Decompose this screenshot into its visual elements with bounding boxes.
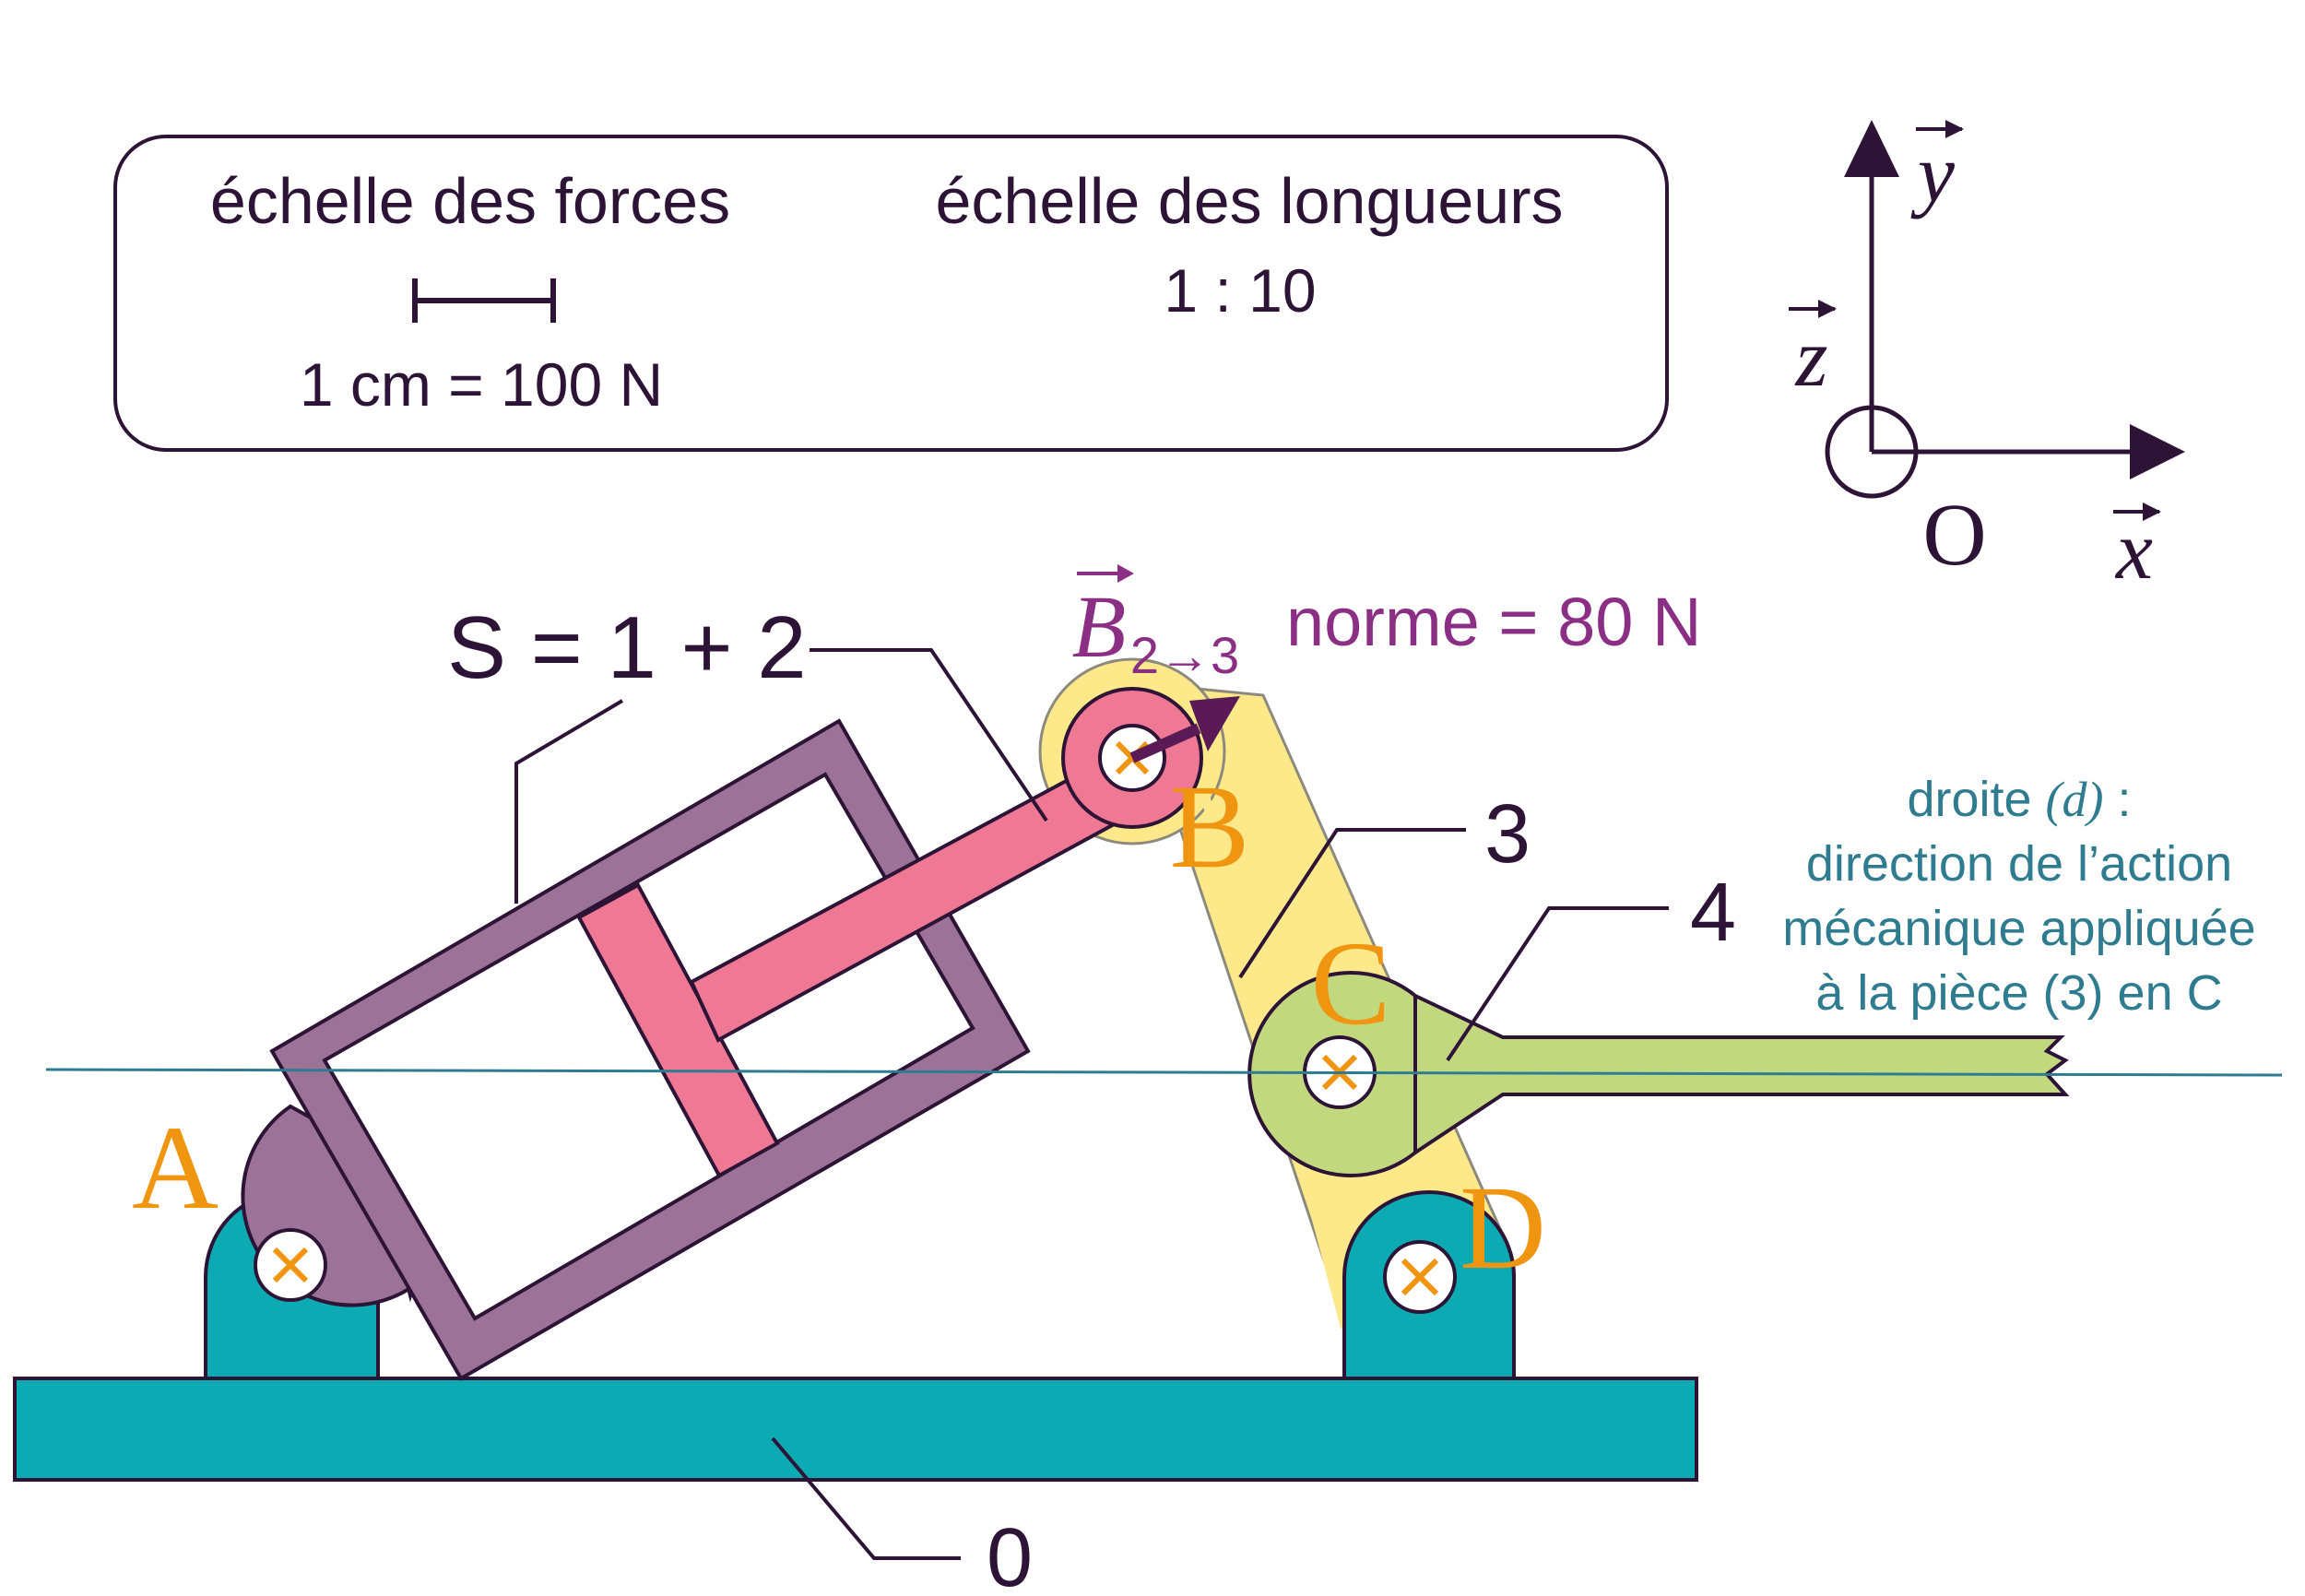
point-c-label: C bbox=[1311, 917, 1391, 1050]
part-4-label: 4 bbox=[1690, 867, 1736, 959]
cylinder-frame bbox=[269, 718, 1031, 1381]
x-axis-label: x bbox=[2114, 505, 2153, 597]
leader-s-rod bbox=[810, 648, 1048, 822]
origin-label: O bbox=[1922, 485, 1986, 584]
leader-lines bbox=[514, 648, 1669, 1560]
force-label: B 2→3 norme = 80 N bbox=[1072, 564, 1701, 684]
z-axis-label: z bbox=[1793, 313, 1827, 404]
leader-0 bbox=[771, 1436, 961, 1560]
line-d-symbol: (d) bbox=[2046, 772, 2104, 827]
force-vector-b bbox=[1129, 696, 1240, 763]
coordinate-axes: y z x O bbox=[1789, 120, 2185, 597]
force-norm: norme = 80 N bbox=[1286, 584, 1701, 660]
line-d-prefix: droite bbox=[1907, 772, 2045, 827]
point-d-label: D bbox=[1460, 1162, 1546, 1295]
line-d-caption: droite (d) : direction de l’action mécan… bbox=[1782, 772, 2255, 1021]
line-d-suffix: : bbox=[2104, 772, 2132, 827]
leader-s-frame bbox=[514, 699, 624, 904]
part-s-label: S = 1 + 2 bbox=[447, 598, 807, 697]
force-subscript: 2→3 bbox=[1130, 626, 1239, 684]
leader-4 bbox=[1446, 906, 1669, 1062]
x-arrowhead bbox=[2130, 424, 2185, 479]
z-axis-circle bbox=[1825, 405, 1919, 499]
point-a-label: A bbox=[132, 1102, 219, 1235]
scale-legend: échelle des forces 1 cm = 100 N échelle … bbox=[113, 135, 1669, 452]
force-scale-value: 1 cm = 100 N bbox=[300, 350, 663, 419]
line-d-caption-line2: direction de l’action bbox=[1806, 836, 2232, 892]
force-scale-title: échelle des forces bbox=[210, 165, 730, 237]
line-d-caption-line3: mécanique appliquée bbox=[1782, 901, 2255, 956]
length-scale-title: échelle des longueurs bbox=[935, 165, 1563, 237]
part-0-label: 0 bbox=[987, 1512, 1033, 1596]
line-d-caption-line1: droite (d) : bbox=[1907, 772, 2131, 827]
length-scale-value: 1 : 10 bbox=[1164, 256, 1316, 325]
pivot-d bbox=[1342, 1190, 1516, 1380]
part-3-label: 3 bbox=[1484, 788, 1531, 881]
cylinder-body bbox=[241, 718, 1031, 1381]
force-symbol: B bbox=[1072, 577, 1127, 676]
piston bbox=[576, 882, 780, 1178]
line-d-caption-line4: à la pièce (3) en C bbox=[1815, 965, 2222, 1021]
piston-rod bbox=[576, 687, 1203, 1178]
base-plate bbox=[13, 1377, 1698, 1482]
force-scale-bar bbox=[412, 278, 556, 323]
y-arrowhead bbox=[1844, 120, 1899, 177]
y-axis-label: y bbox=[1910, 128, 1955, 219]
line-d bbox=[45, 1068, 2283, 1077]
leader-3 bbox=[1238, 828, 1466, 979]
point-b-label: B bbox=[1170, 761, 1250, 893]
